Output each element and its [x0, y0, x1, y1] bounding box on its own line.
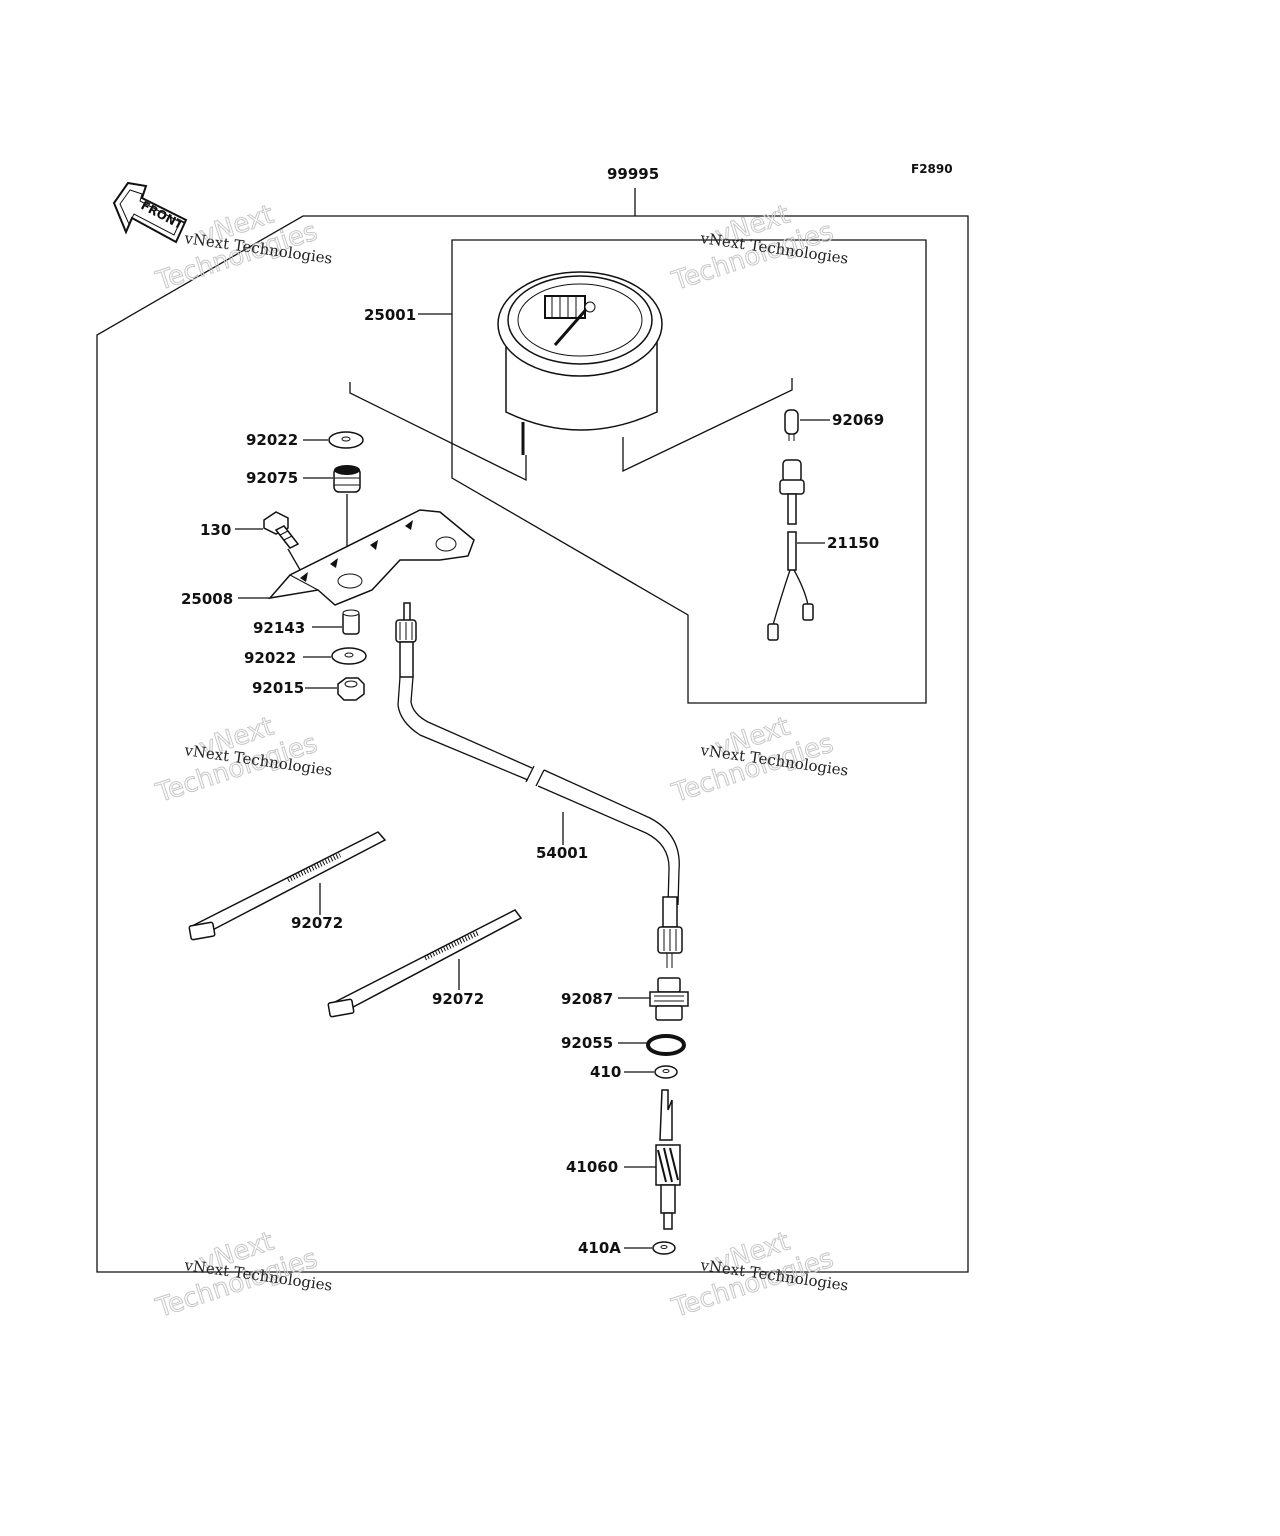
label-130: 130 — [200, 521, 231, 539]
watermark-mid-left: vNext Technologies vNext Technologies — [151, 711, 333, 809]
label-92055: 92055 — [561, 1034, 613, 1052]
label-99995: 99995 — [607, 165, 659, 183]
label-92072-1: 92072 — [291, 914, 343, 932]
lamp-harness-part — [767, 459, 814, 641]
figure-code: F2890 — [911, 162, 953, 176]
watermark-mid-right: vNext Technologies vNext Technologies — [667, 711, 849, 809]
washer-top-part — [328, 431, 364, 449]
bulb-guide — [622, 378, 793, 473]
label-25001: 25001 — [364, 306, 416, 324]
grommet-part — [333, 465, 361, 493]
nut-part — [337, 677, 365, 701]
washer-410-part — [654, 1065, 678, 1079]
label-92143: 92143 — [253, 619, 305, 637]
kit-frame — [96, 215, 969, 1273]
watermark-bottom-left: vNext Technologies vNext Technologies — [151, 1226, 333, 1324]
washer-410a-part — [652, 1241, 676, 1255]
band-1-part — [188, 831, 387, 941]
bracket-part — [268, 509, 475, 606]
label-92072-2: 92072 — [432, 990, 484, 1008]
watermark-top-right: vNext Technologies vNext Technologies — [667, 199, 849, 297]
bulb-part — [784, 409, 799, 441]
label-92022-top: 92022 — [246, 431, 298, 449]
label-410: 410 — [590, 1063, 621, 1081]
label-25008: 25008 — [181, 590, 233, 608]
label-92075: 92075 — [246, 469, 298, 487]
bolt-part — [263, 511, 300, 549]
watermark-top-left: vNext Technologies vNext Technologies — [151, 199, 333, 297]
cable-part — [395, 602, 683, 968]
band-2-part — [327, 909, 523, 1018]
watermark-bottom-right: vNext Technologies vNext Technologies — [667, 1226, 849, 1324]
gear-part — [655, 1089, 681, 1230]
label-410A: 410A — [578, 1239, 621, 1257]
washer-bottom-part — [331, 647, 367, 665]
front-arrow-icon: FRONT — [112, 181, 188, 244]
label-92022-bottom: 92022 — [244, 649, 296, 667]
label-21150: 21150 — [827, 534, 879, 552]
assembly-frame — [451, 239, 927, 704]
label-92069: 92069 — [832, 411, 884, 429]
o-ring-part — [646, 1034, 686, 1056]
collar-part — [342, 609, 360, 635]
bushing-part — [649, 977, 689, 1021]
label-92015: 92015 — [252, 679, 304, 697]
speedometer-stud-guide — [349, 382, 527, 482]
label-41060: 41060 — [566, 1158, 618, 1176]
label-54001: 54001 — [536, 844, 588, 862]
label-92087: 92087 — [561, 990, 613, 1008]
speedometer-gauge — [497, 271, 663, 455]
